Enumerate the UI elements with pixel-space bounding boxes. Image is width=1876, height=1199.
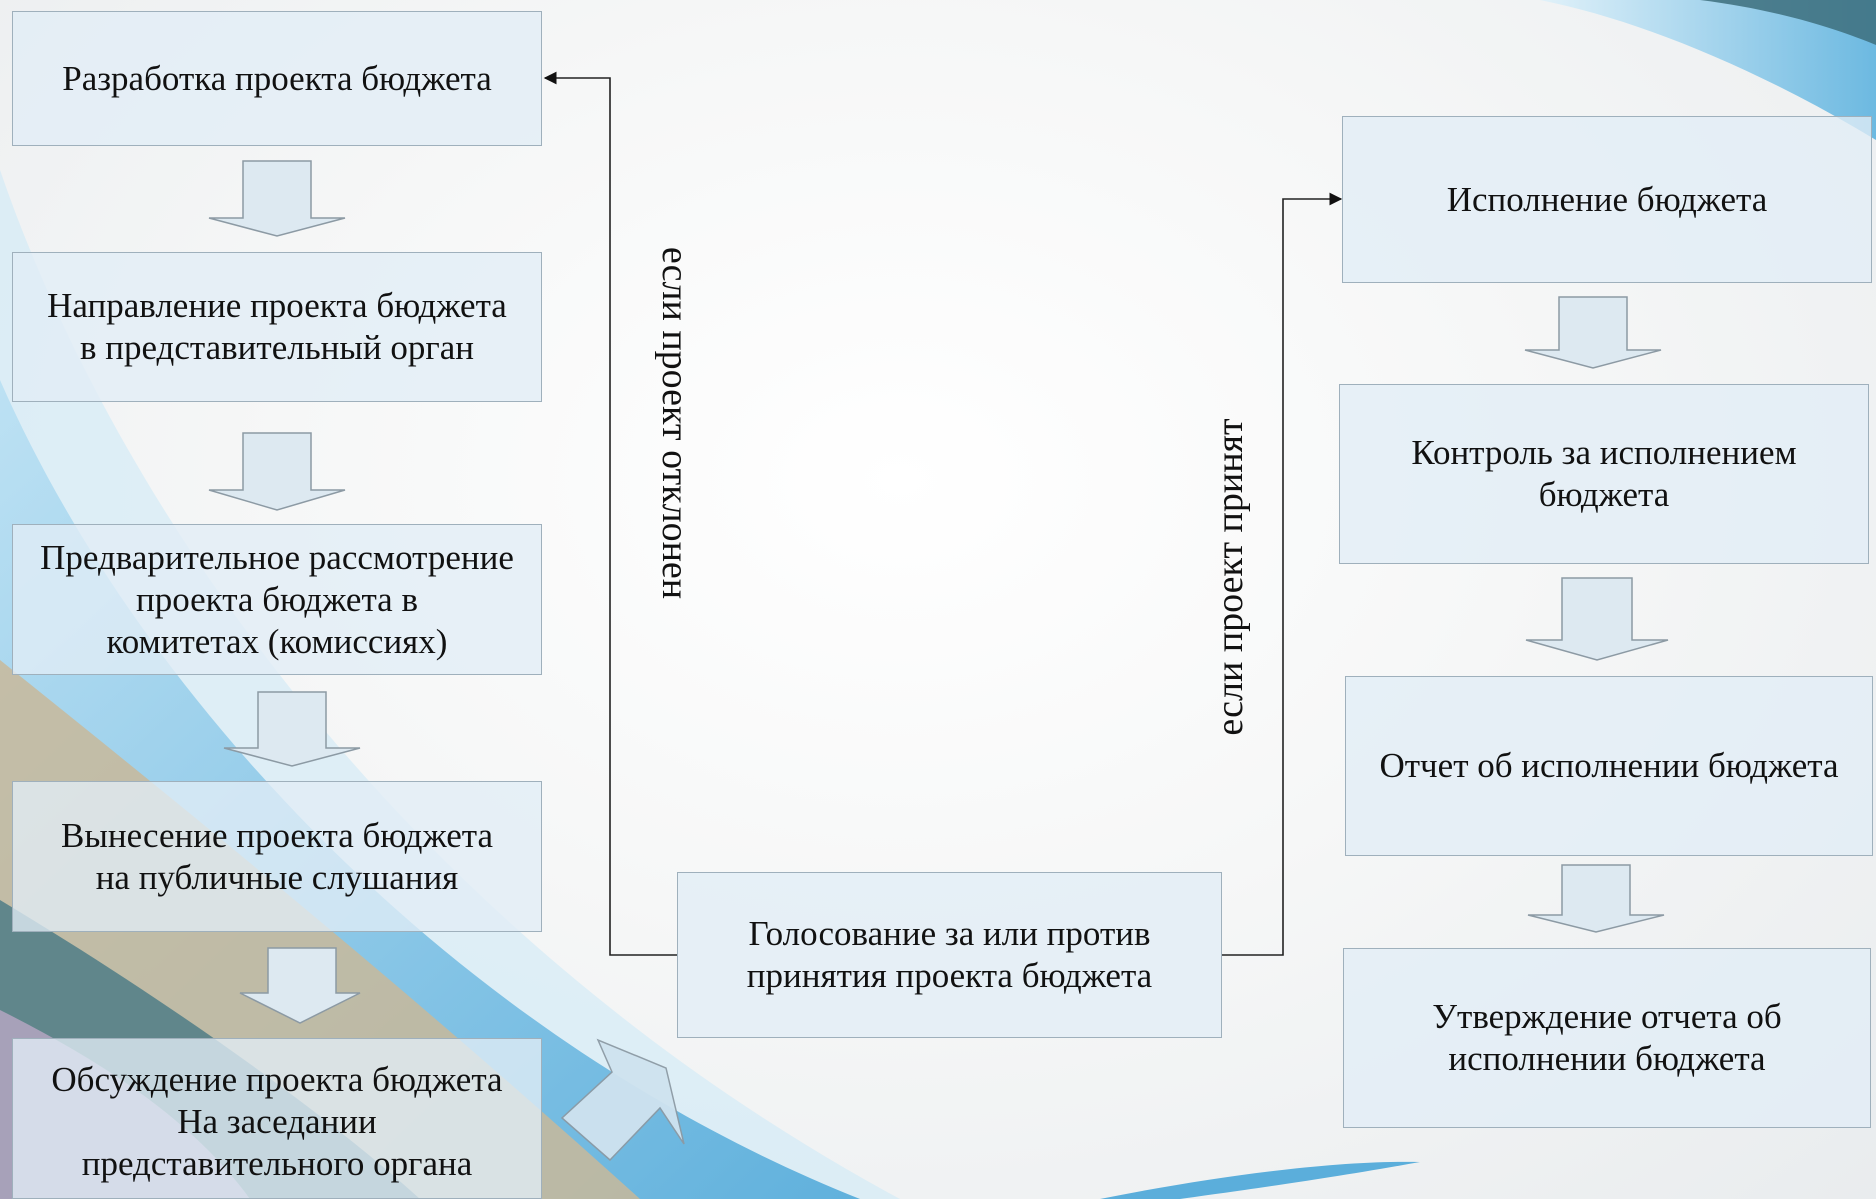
step-label: Разработка проекта бюджета [62, 58, 492, 98]
step-execution-control: Контроль за исполнением бюджета [1339, 384, 1869, 564]
step-budget-execution: Исполнение бюджета [1342, 116, 1872, 283]
step-report-approval: Утверждение отчета об исполнении бюджета [1343, 948, 1871, 1128]
step-label: Отчет об исполнении бюджета [1379, 746, 1839, 785]
step-execution-report: Отчет об исполнении бюджета [1345, 676, 1873, 856]
step-voting: Голосование за или против принятия проек… [677, 872, 1222, 1038]
step-send-to-council: Направление проекта бюджета в представит… [12, 252, 542, 402]
label-rejected: если проект отклонен [654, 246, 696, 600]
label-accepted: если проект принят [1209, 418, 1251, 736]
step-committee-review: Предварительное рассмотрение проекта бюд… [12, 524, 542, 675]
step-label: Предварительное рассмотрение проекта бюд… [40, 537, 514, 661]
step-label: Контроль за исполнением бюджета [1411, 433, 1797, 514]
step-public-hearings: Вынесение проекта бюджета на публичные с… [12, 781, 542, 932]
step-label: Голосование за или против принятия проек… [746, 914, 1153, 995]
step-label: Вынесение проекта бюджета на публичные с… [61, 815, 493, 897]
step-council-discussion: Обсуждение проекта бюджета На заседании … [12, 1038, 542, 1199]
step-label: Обсуждение проекта бюджета На заседании … [51, 1060, 503, 1183]
step-label: Исполнение бюджета [1446, 179, 1768, 219]
step-label: Направление проекта бюджета в представит… [47, 286, 507, 367]
step-develop-budget: Разработка проекта бюджета [12, 11, 542, 146]
step-label: Утверждение отчета об исполнении бюджета [1432, 997, 1782, 1078]
